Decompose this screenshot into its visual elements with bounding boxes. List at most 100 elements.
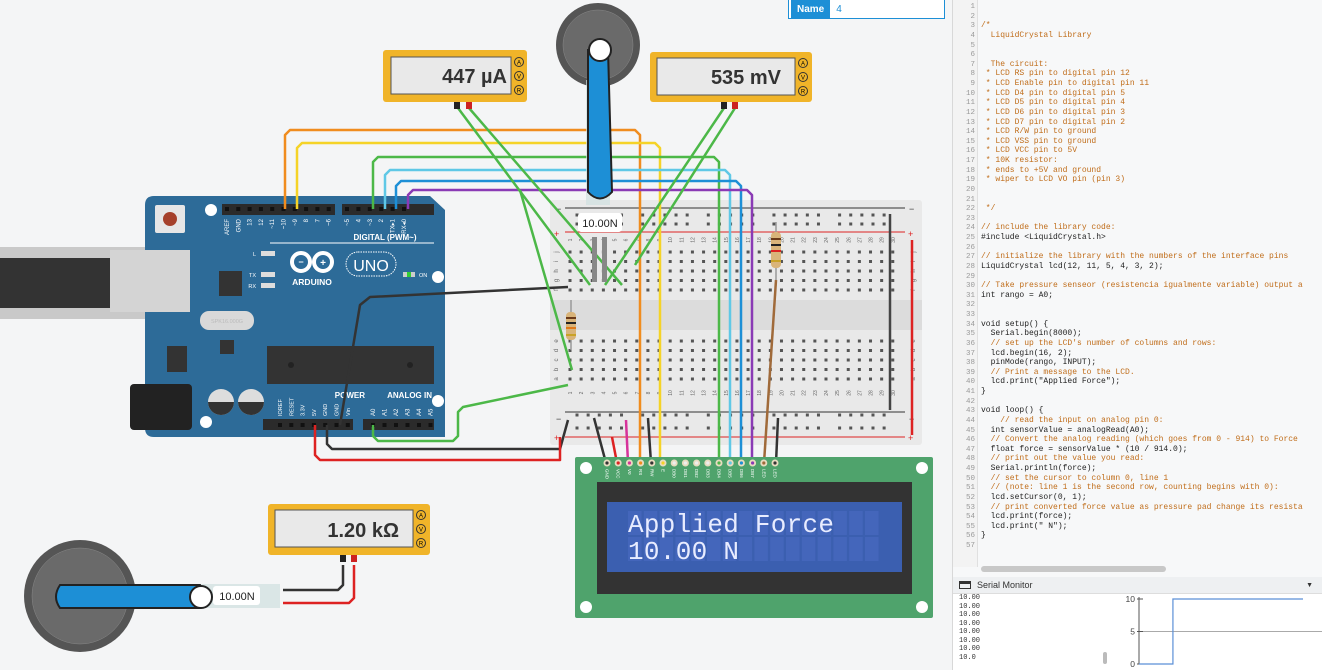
breadboard-hole[interactable] (635, 368, 639, 371)
breadboard-hole[interactable] (590, 358, 594, 362)
code-line[interactable]: 37 lcd.begin(16, 2); (953, 349, 1322, 359)
breadboard-hole[interactable] (613, 339, 617, 343)
breadboard-hole[interactable] (869, 377, 873, 381)
breadboard-hole[interactable] (846, 358, 850, 362)
breadboard-hole[interactable] (880, 250, 884, 254)
pin-socket[interactable] (304, 207, 309, 211)
breadboard-hole[interactable] (579, 377, 583, 381)
breadboard-hole[interactable] (857, 377, 861, 381)
breadboard-hole[interactable] (779, 368, 783, 371)
breadboard-hole[interactable] (635, 269, 639, 273)
rail-hole[interactable] (663, 413, 667, 417)
breadboard-hole[interactable] (757, 279, 761, 282)
pin-socket[interactable] (247, 207, 252, 211)
breadboard-hole[interactable] (579, 349, 583, 352)
code-line[interactable]: 53 // print converted force value as pre… (953, 503, 1322, 513)
code-line[interactable]: 38 pinMode(rango, INPUT); (953, 358, 1322, 368)
breadboard-hole[interactable] (635, 349, 639, 352)
wire-green[interactable] (371, 383, 569, 443)
code-line[interactable]: 18 * ends to +5V and ground (953, 166, 1322, 176)
reset-button-cap[interactable] (163, 212, 177, 226)
breadboard-hole[interactable] (724, 368, 728, 371)
breadboard-hole[interactable] (724, 288, 728, 292)
breadboard-hole[interactable] (601, 288, 605, 292)
breadboard-hole[interactable] (768, 269, 772, 273)
code-line[interactable]: 57 (953, 541, 1322, 551)
breadboard-hole[interactable] (802, 358, 806, 362)
rail-hole[interactable] (674, 426, 678, 430)
breadboard-hole[interactable] (779, 339, 783, 343)
wire-green[interactable] (518, 189, 574, 371)
breadboard-hole[interactable] (601, 349, 605, 352)
breadboard-hole[interactable] (880, 377, 884, 381)
code-line[interactable]: 52 lcd.setCursor(0, 1); (953, 493, 1322, 503)
breadboard-hole[interactable] (724, 260, 728, 263)
breadboard-hole[interactable] (613, 260, 617, 263)
breadboard-hole[interactable] (857, 358, 861, 362)
breadboard-hole[interactable] (846, 339, 850, 343)
breadboard-hole[interactable] (846, 250, 850, 254)
breadboard-hole[interactable] (779, 288, 783, 292)
wire-green[interactable] (371, 155, 721, 463)
breadboard-hole[interactable] (768, 250, 772, 254)
probe-black[interactable] (454, 102, 460, 109)
wire-black[interactable] (592, 417, 608, 464)
breadboard-hole[interactable] (568, 339, 572, 343)
breadboard-hole[interactable] (791, 260, 795, 263)
code-line[interactable]: 35 Serial.begin(8000); (953, 329, 1322, 339)
breadboard-hole[interactable] (624, 279, 628, 282)
rail-hole[interactable] (838, 213, 842, 217)
breadboard-hole[interactable] (813, 288, 817, 292)
breadboard-hole[interactable] (624, 288, 628, 292)
breadboard-hole[interactable] (601, 377, 605, 381)
breadboard-hole[interactable] (891, 250, 895, 254)
resistor[interactable] (771, 222, 781, 280)
breadboard-hole[interactable] (713, 250, 717, 254)
breadboard-hole[interactable] (846, 288, 850, 292)
breadboard-hole[interactable] (679, 368, 683, 371)
breadboard-hole[interactable] (724, 250, 728, 254)
breadboard-hole[interactable] (735, 339, 739, 343)
code-line[interactable]: 26 (953, 243, 1322, 253)
breadboard-hole[interactable] (813, 349, 817, 352)
code-line[interactable]: 50 // set the cursor to column 0, line 1 (953, 474, 1322, 484)
collapse-caret-icon[interactable]: ▼ (1306, 581, 1313, 589)
rail-hole[interactable] (652, 222, 656, 226)
breadboard-hole[interactable] (757, 288, 761, 292)
rail-hole[interactable] (816, 426, 820, 430)
rail-hole[interactable] (871, 426, 875, 430)
breadboard-hole[interactable] (735, 269, 739, 273)
breadboard-hole[interactable] (757, 377, 761, 381)
code-line[interactable]: 9 * LCD Enable pin to digital pin 11 (953, 79, 1322, 89)
breadboard-hole[interactable] (824, 288, 828, 292)
rail-hole[interactable] (783, 413, 787, 417)
breadboard-hole[interactable] (646, 358, 650, 362)
sensor-knob[interactable] (189, 585, 213, 609)
breadboard-hole[interactable] (857, 279, 861, 282)
wire-yellow[interactable] (295, 141, 662, 463)
mode-a[interactable]: A (419, 514, 423, 520)
mode-r[interactable]: R (517, 89, 522, 95)
rail-hole[interactable] (860, 222, 864, 226)
breadboard-hole[interactable] (646, 349, 650, 352)
code-line[interactable]: 33 (953, 310, 1322, 320)
breadboard-hole[interactable] (613, 368, 617, 371)
breadboard-hole[interactable] (601, 339, 605, 343)
rail-hole[interactable] (685, 222, 689, 226)
rail-hole[interactable] (871, 222, 875, 226)
resistor[interactable] (566, 300, 576, 350)
code-line[interactable]: 15 * LCD VSS pin to ground (953, 137, 1322, 147)
breadboard-hole[interactable] (857, 260, 861, 263)
breadboard-hole[interactable] (869, 349, 873, 352)
force-sensor-bottom[interactable]: 10.00N (24, 540, 280, 652)
breadboard-hole[interactable] (724, 377, 728, 381)
breadboard-hole[interactable] (724, 349, 728, 352)
rail-hole[interactable] (860, 413, 864, 417)
breadboard-hole[interactable] (646, 339, 650, 343)
breadboard-hole[interactable] (857, 250, 861, 254)
breadboard-hole[interactable] (880, 368, 884, 371)
rail-hole[interactable] (860, 426, 864, 430)
pin-socket[interactable] (367, 207, 372, 211)
